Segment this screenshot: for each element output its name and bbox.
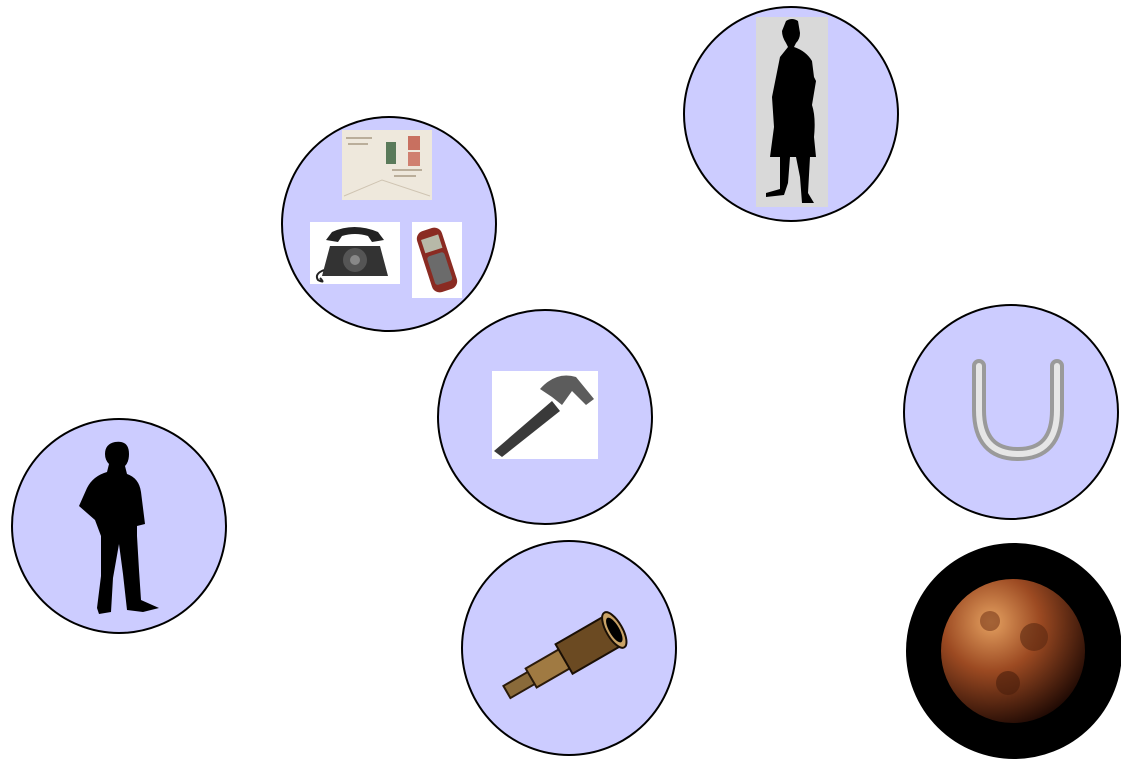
communication-node xyxy=(281,116,497,332)
mobile-phone-icon xyxy=(412,222,462,298)
woman-silhouette-icon xyxy=(756,17,828,207)
man-node xyxy=(11,418,227,634)
eclipsed-moon-icon xyxy=(938,573,1088,729)
hammer-icon xyxy=(492,371,598,459)
telescope-icon xyxy=(491,610,651,700)
moon-node xyxy=(906,543,1121,759)
horseshoe-icon xyxy=(965,358,1071,466)
hammer-node xyxy=(437,309,653,525)
rotary-telephone-icon xyxy=(310,222,400,284)
horseshoe-node xyxy=(903,304,1119,520)
woman-node xyxy=(683,6,899,222)
man-silhouette-icon xyxy=(75,440,165,616)
letter-envelope-icon xyxy=(342,130,432,200)
telescope-node xyxy=(461,540,677,756)
